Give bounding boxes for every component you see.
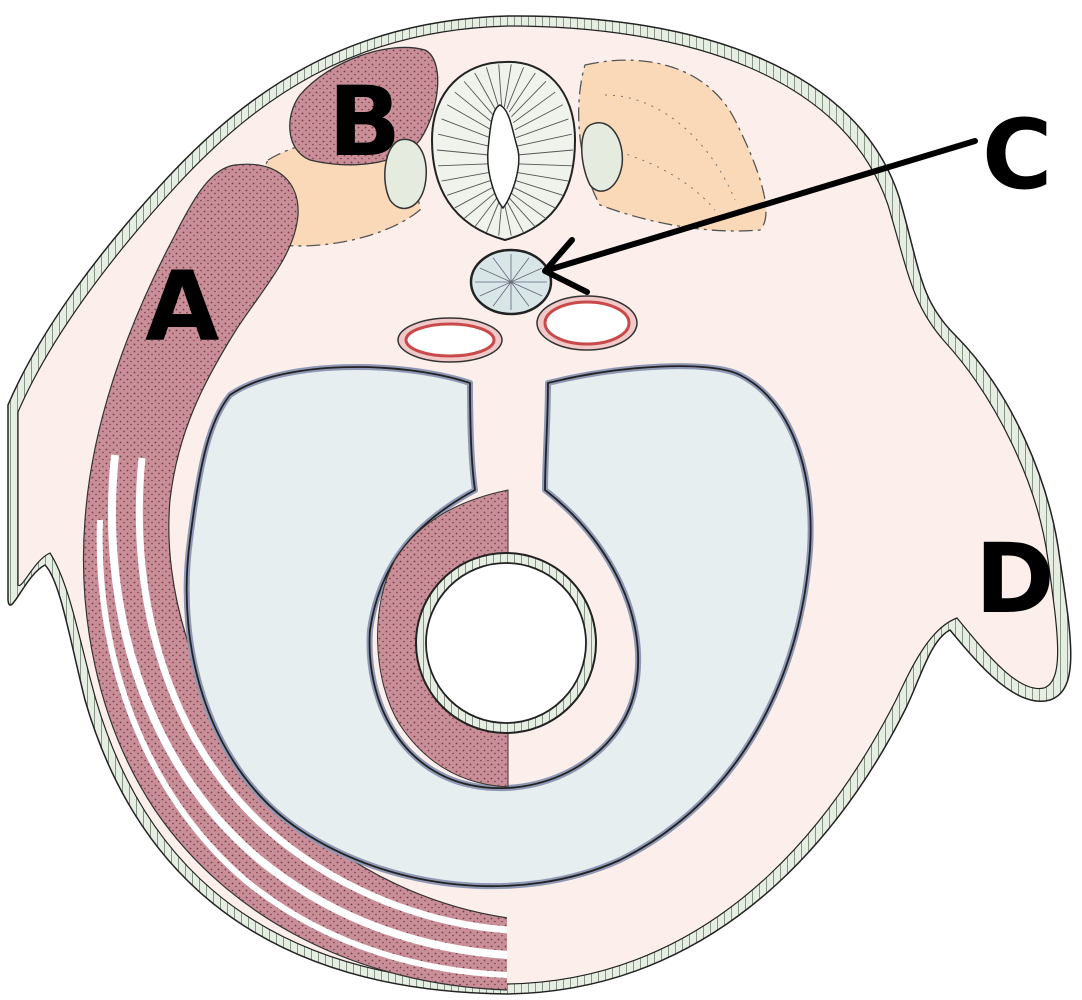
dorsal-aorta-right [537,296,637,350]
dorsal-aorta-left [398,318,502,362]
label-b: B [328,66,401,178]
ganglion-right [582,123,623,191]
label-d: D [975,523,1055,635]
label-c: C [982,99,1052,211]
gut-tube [416,553,596,733]
label-a: A [145,251,219,363]
notochord [471,250,551,314]
